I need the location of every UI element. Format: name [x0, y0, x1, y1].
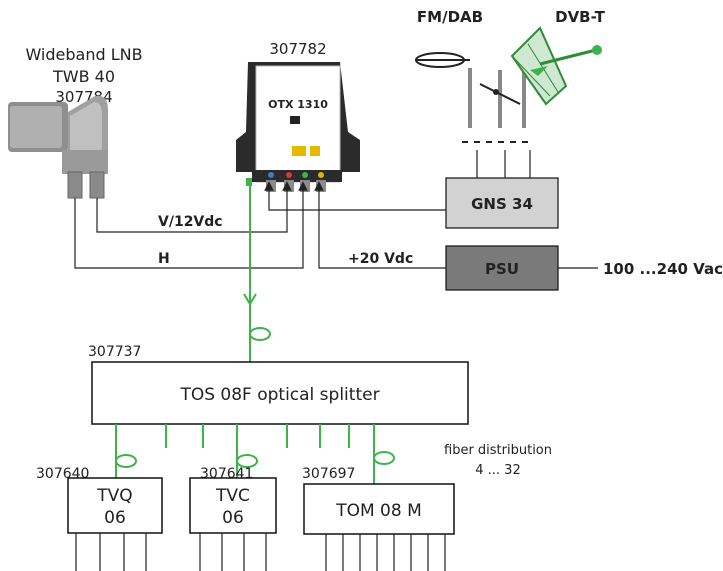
- otx-code: 307782: [269, 40, 326, 58]
- splitter-label: TOS 08F optical splitter: [179, 385, 379, 405]
- gns-label: GNS 34: [471, 195, 533, 213]
- tvc-label-2: 06: [222, 508, 244, 528]
- fiber-loop: [249, 327, 271, 341]
- splitter-code: 307737: [88, 344, 141, 360]
- tom-label: TOM 08 M: [335, 501, 422, 521]
- lnb-image: [8, 95, 108, 199]
- wire-gns: [264, 181, 446, 211]
- wire-psu: [314, 181, 446, 269]
- splitter-outputs: [115, 424, 395, 484]
- tvc-label-1: TVC: [215, 486, 250, 506]
- wire-v12: [96, 181, 292, 233]
- otx-device-image: [236, 62, 360, 192]
- psu-label: PSU: [485, 260, 519, 278]
- mains-label: 100 ...240 Vac: [603, 260, 723, 278]
- splitter-box: [91, 361, 469, 425]
- tvq-label-1: TVQ: [96, 486, 132, 506]
- fiber-range-label: 4 ... 32: [475, 463, 520, 478]
- tvc-box: [189, 477, 277, 534]
- tvq-label-2: 06: [104, 508, 126, 528]
- tom-code: 307697: [302, 466, 355, 482]
- fiber-arrow: [243, 293, 257, 306]
- lnb-title-line1: Wideband LNB: [25, 45, 142, 64]
- tvq-box: [67, 477, 163, 534]
- fm-dab-label: FM/DAB: [417, 8, 483, 26]
- psu-box: [445, 245, 559, 291]
- tom-box: [303, 483, 455, 535]
- v12-label: V/12Vdc: [158, 214, 223, 230]
- otx-label: OTX 1310: [268, 98, 328, 111]
- fiber-distribution-label: fiber distribution: [444, 443, 552, 458]
- lnb-title-line2: TWB 40: [52, 67, 115, 86]
- fm-dab-antenna-image: [415, 52, 521, 128]
- gns-box: [445, 177, 559, 229]
- receiver-output-leads: [75, 533, 446, 571]
- dvbt-label: DVB-T: [555, 8, 606, 26]
- dvbt-antenna-image: [510, 26, 602, 128]
- wire-h: [74, 181, 308, 269]
- h-label: H: [158, 251, 170, 267]
- plus20-label: +20 Vdc: [348, 251, 413, 267]
